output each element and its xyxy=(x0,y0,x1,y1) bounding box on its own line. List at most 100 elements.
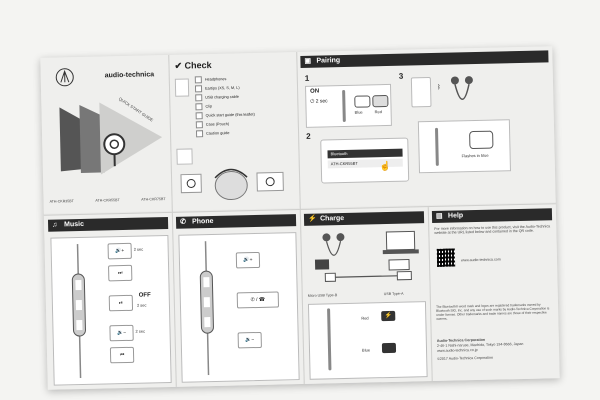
answer-end-call-icon: ✆ / ☎ xyxy=(236,291,280,309)
phone-panel: ✆ Phone 🔊+ ✆ / ☎ 🔉− xyxy=(171,209,305,387)
quick-start-leaflet: audio-technica QUICK START GUIDE ATH-CKR… xyxy=(40,46,560,390)
usb-a-label: USB Type-A xyxy=(383,291,404,297)
help-title: Help xyxy=(447,212,464,220)
step1-illustration: ON ⏻ 2 sec Blue Red xyxy=(305,83,392,128)
qr-code xyxy=(436,248,456,267)
person-icon xyxy=(176,148,193,165)
led-blue-label: Blue xyxy=(354,109,363,115)
check-item: Headphones xyxy=(194,75,259,84)
led-blue-indicator xyxy=(354,95,371,108)
caution-icon xyxy=(195,130,204,138)
next-track-icon: ⏭ xyxy=(108,264,133,282)
copyright: ©2017 Audio-Technica Corporation xyxy=(437,355,494,361)
music-title: Music xyxy=(64,220,85,229)
pairing-panel: ▣ Pairing 1 ON ⏻ 2 sec Blue Red 3 ᛒ Flas… xyxy=(296,46,556,209)
phone-illustration xyxy=(410,76,432,108)
brand-name: audio-technica xyxy=(104,71,155,80)
play-pause-icon: ⏯ xyxy=(108,294,134,312)
wearing-illustration xyxy=(180,168,284,201)
earphones-graphic xyxy=(450,76,473,101)
sec-label: 2 sec xyxy=(135,328,146,334)
trademark-notice: The Bluetooth® word mark and logos are r… xyxy=(436,302,550,321)
step-number: 1 xyxy=(304,73,310,83)
help-book-icon: ▤ xyxy=(435,212,443,220)
pairing-header: ▣ Pairing xyxy=(300,50,549,68)
charge-icon: ⚡ xyxy=(307,215,317,223)
step-number: 3 xyxy=(398,71,404,81)
remote-control xyxy=(327,308,332,371)
off-label: OFF xyxy=(138,292,151,299)
music-header: ♫ Music xyxy=(47,216,169,232)
music-panel: ♫ Music 🔊+ 2 sec ⏭ ⏯ OFF 2 sec 🔉− 2 sec … xyxy=(43,212,177,390)
led-red-label: Red xyxy=(361,315,369,321)
check-item-label: Clip xyxy=(205,104,213,109)
pairing-icon: ▣ xyxy=(304,57,312,65)
volume-up-icon: 🔊+ xyxy=(235,251,261,269)
battery-charging-icon: ⚡ xyxy=(381,310,396,322)
prev-track-icon: ⏮ xyxy=(109,346,135,364)
bluetooth-bar: Bluetooth xyxy=(327,148,403,159)
leaflet-icon xyxy=(195,112,203,120)
sec-label: 2 sec xyxy=(136,302,147,308)
led-blue-label: Blue xyxy=(361,347,371,353)
check-item: Eartips (XS, S, M, L) xyxy=(194,84,259,93)
check-item-label: Quick start guide (this leaflet) xyxy=(205,112,255,118)
check-item-label: Caution guide xyxy=(206,131,230,136)
on-label: ON xyxy=(310,88,320,95)
phone-illustration: 🔊+ ✆ / ☎ 🔉− xyxy=(178,232,300,383)
led-red-indicator xyxy=(372,94,389,108)
bluetooth-icon: ᛒ xyxy=(437,84,441,91)
pairing-title: Pairing xyxy=(316,57,341,65)
charge-title: Charge xyxy=(319,214,345,223)
volume-down-icon: 🔉− xyxy=(109,324,134,342)
remote-control xyxy=(434,127,439,166)
led-red-label: Red xyxy=(374,109,383,115)
audio-technica-logo-icon xyxy=(55,68,74,87)
charge-panel: ⚡ Charge Micro USB Type-B USB Type-A Red… xyxy=(299,207,433,384)
remote-cable-graphic xyxy=(199,241,214,376)
headphones-icon xyxy=(194,76,202,84)
volume-up-icon: 🔊+ xyxy=(107,242,132,260)
check-item: Quick start guide (this leaflet) xyxy=(195,111,260,120)
help-panel: ▤ Help For more information on how to us… xyxy=(427,204,560,382)
remote-control xyxy=(342,89,346,123)
step-number: 2 xyxy=(306,131,311,141)
phone-title: Phone xyxy=(191,217,214,226)
charging-setup-graphic xyxy=(314,230,419,282)
phone-screen: Bluetooth ATH-CKR55BT ☝ xyxy=(320,137,410,184)
flashes-label: Flashes in blue xyxy=(461,152,489,159)
charge-led-illustration: Red ⚡ Blue xyxy=(307,301,428,380)
remote-cable-graphic xyxy=(71,244,86,379)
phone-icon: ✆ xyxy=(179,218,187,226)
music-note-icon: ♫ xyxy=(52,221,58,229)
company-web: www.audio-technica.co.jp xyxy=(437,348,478,353)
model-name: ATH-CKR75BT xyxy=(141,197,166,202)
help-url: www.audio-technica.com xyxy=(460,257,501,263)
check-item-label: Eartips (XS, S, M, L) xyxy=(204,85,240,91)
help-header: ▤ Help xyxy=(431,208,553,224)
check-item: Case (Pouch) xyxy=(195,120,260,129)
sec-label: 2 sec xyxy=(133,246,144,252)
play-triangle-graphic xyxy=(59,102,163,175)
charge-header: ⚡ Charge xyxy=(303,211,425,226)
check-item-label: USB charging cable xyxy=(205,94,239,100)
micro-usb-label: Micro USB Type-B xyxy=(307,293,338,298)
cover-panel: audio-technica QUICK START GUIDE ATH-CKR… xyxy=(40,54,173,214)
help-intro: For more information on how to use this … xyxy=(434,224,551,236)
check-item: USB charging cable xyxy=(195,93,259,102)
device-name: ATH-CKR55BT xyxy=(327,158,403,169)
cable-icon xyxy=(195,94,203,102)
checkmark-icon: ✔ xyxy=(174,60,183,71)
battery-full-icon xyxy=(381,342,397,354)
pouch-icon xyxy=(195,121,203,129)
model-list: ATH-CKR35BT ATH-CKR55BT ATH-CKR75BT xyxy=(50,197,166,204)
clip-icon xyxy=(195,103,203,111)
eartips-icon xyxy=(194,85,203,93)
power-icon: ⏻ 2 sec xyxy=(310,98,328,105)
phone-header: ✆ Phone xyxy=(175,214,297,229)
check-title: ✔ Check xyxy=(174,60,211,72)
tap-hand-icon: ☝ xyxy=(379,160,392,172)
model-name: ATH-CKR35BT xyxy=(49,199,74,204)
step3-illustration: Flashes in blue xyxy=(417,119,511,174)
music-illustration: 🔊+ 2 sec ⏭ ⏯ OFF 2 sec 🔉− 2 sec ⏮ xyxy=(50,234,172,386)
